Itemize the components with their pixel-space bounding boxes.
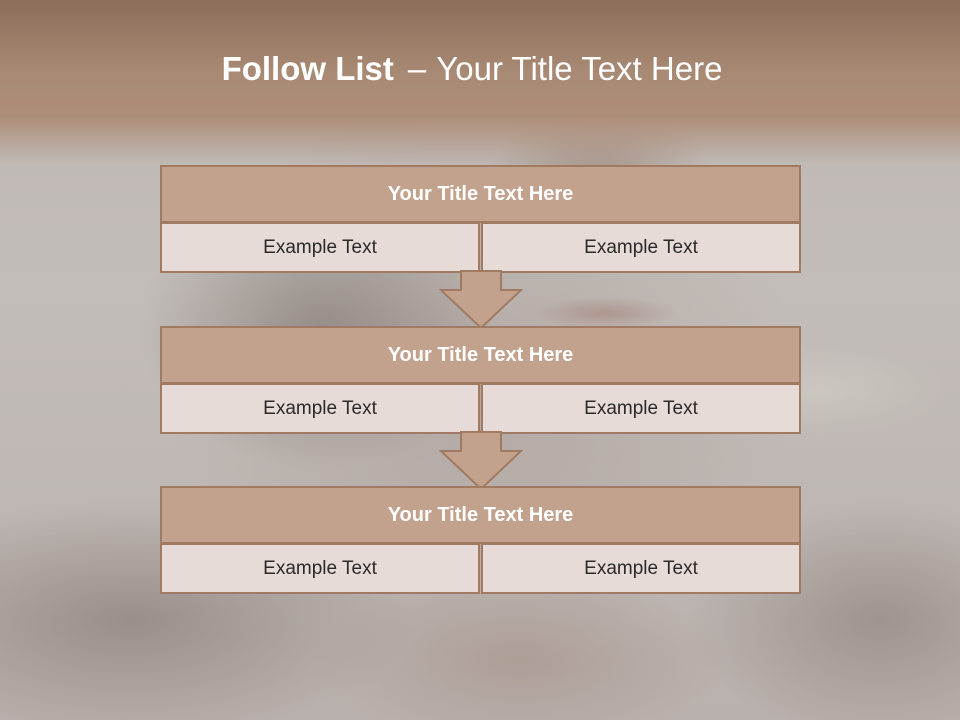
slide-title-dash: – bbox=[407, 50, 427, 87]
list-block-2: Your Title Text Here Example Text Exampl… bbox=[160, 326, 801, 434]
down-arrow-icon bbox=[439, 431, 523, 491]
block-1-right-text: Example Text bbox=[481, 222, 801, 273]
slide-title: Follow List–Your Title Text Here bbox=[0, 50, 944, 88]
list-block-3: Your Title Text Here Example Text Exampl… bbox=[160, 486, 801, 594]
block-3-right-text: Example Text bbox=[481, 543, 801, 594]
slide-title-rest: Your Title Text Here bbox=[436, 50, 723, 87]
block-title-3: Your Title Text Here bbox=[160, 486, 801, 544]
block-2-left-text: Example Text bbox=[160, 383, 480, 434]
slide-title-bold: Follow List bbox=[221, 50, 394, 87]
block-title-2: Your Title Text Here bbox=[160, 326, 801, 384]
title-band bbox=[0, 0, 960, 165]
block-title-1: Your Title Text Here bbox=[160, 165, 801, 223]
block-2-right-text: Example Text bbox=[481, 383, 801, 434]
block-1-left-text: Example Text bbox=[160, 222, 480, 273]
down-arrow-icon bbox=[439, 270, 523, 330]
block-3-left-text: Example Text bbox=[160, 543, 480, 594]
list-block-1: Your Title Text Here Example Text Exampl… bbox=[160, 165, 801, 273]
